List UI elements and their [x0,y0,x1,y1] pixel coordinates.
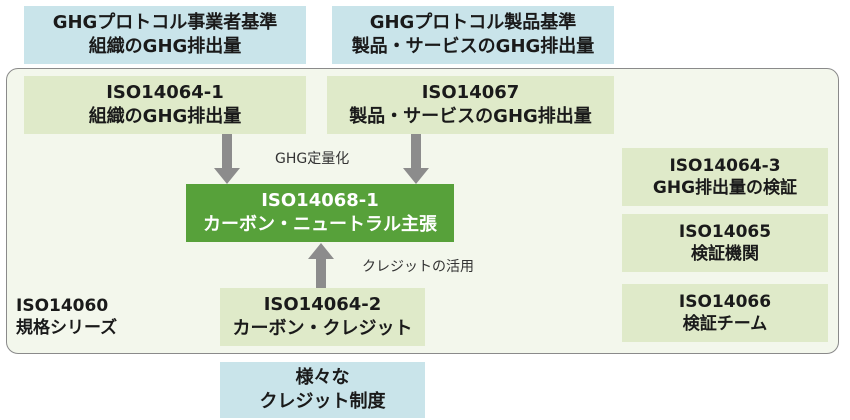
iso14067-subtitle: 製品・サービスのGHG排出量 [349,106,592,127]
iso14064-1-box: ISO14064-1 組織のGHG排出量 [24,76,306,134]
credit-schemes-line2: クレジット制度 [259,391,386,412]
series-label-line2: 規格シリーズ [16,318,118,339]
iso14064-2-box: ISO14064-2 カーボン・クレジット [220,288,425,346]
edge-label-ghg-quantification: GHG定量化 [275,151,350,167]
ghg-corporate-line2: 組織のGHG排出量 [88,36,242,57]
ghg-corporate-line1: GHGプロトコル事業者基準 [52,12,278,34]
iso14064-3-title: ISO14064-3 [669,155,781,176]
iso14064-2-subtitle: カーボン・クレジット [232,318,413,339]
iso14066-title: ISO14066 [678,291,772,312]
iso14065-subtitle: 検証機関 [691,244,759,264]
credit-schemes-line1: 様々な [295,367,350,389]
iso14065-title: ISO14065 [678,221,772,242]
ghg-protocol-product-box: GHGプロトコル製品基準 製品・サービスのGHG排出量 [332,6,614,64]
iso14064-3-box: ISO14064-3 GHG排出量の検証 [622,148,828,206]
iso14064-2-title: ISO14064-2 [263,294,382,316]
iso14068-1-subtitle: カーボン・ニュートラル主張 [203,214,437,235]
iso14066-subtitle: 検証チーム [682,314,768,334]
ghg-protocol-corporate-box: GHGプロトコル事業者基準 組織のGHG排出量 [24,6,306,64]
edge-label-credit-use: クレジットの活用 [362,259,474,275]
iso14068-1-title: ISO14068-1 [261,190,379,212]
various-credit-schemes-box: 様々な クレジット制度 [220,362,425,418]
iso14064-1-title: ISO14064-1 [106,82,224,104]
series-label-line1: ISO14060 [16,296,109,316]
iso14068-1-box: ISO14068-1 カーボン・ニュートラル主張 [186,184,454,242]
iso14064-1-subtitle: 組織のGHG排出量 [88,106,242,127]
ghg-product-line1: GHGプロトコル製品基準 [369,12,577,34]
iso14060-series-label: ISO14060 規格シリーズ [16,295,117,339]
ghg-product-line2: 製品・サービスのGHG排出量 [351,36,595,57]
iso14066-box: ISO14066 検証チーム [622,284,828,342]
iso14067-box: ISO14067 製品・サービスのGHG排出量 [327,76,614,134]
iso14065-box: ISO14065 検証機関 [622,214,828,272]
iso14064-3-subtitle: GHG排出量の検証 [652,178,798,198]
iso14067-title: ISO14067 [421,82,520,104]
